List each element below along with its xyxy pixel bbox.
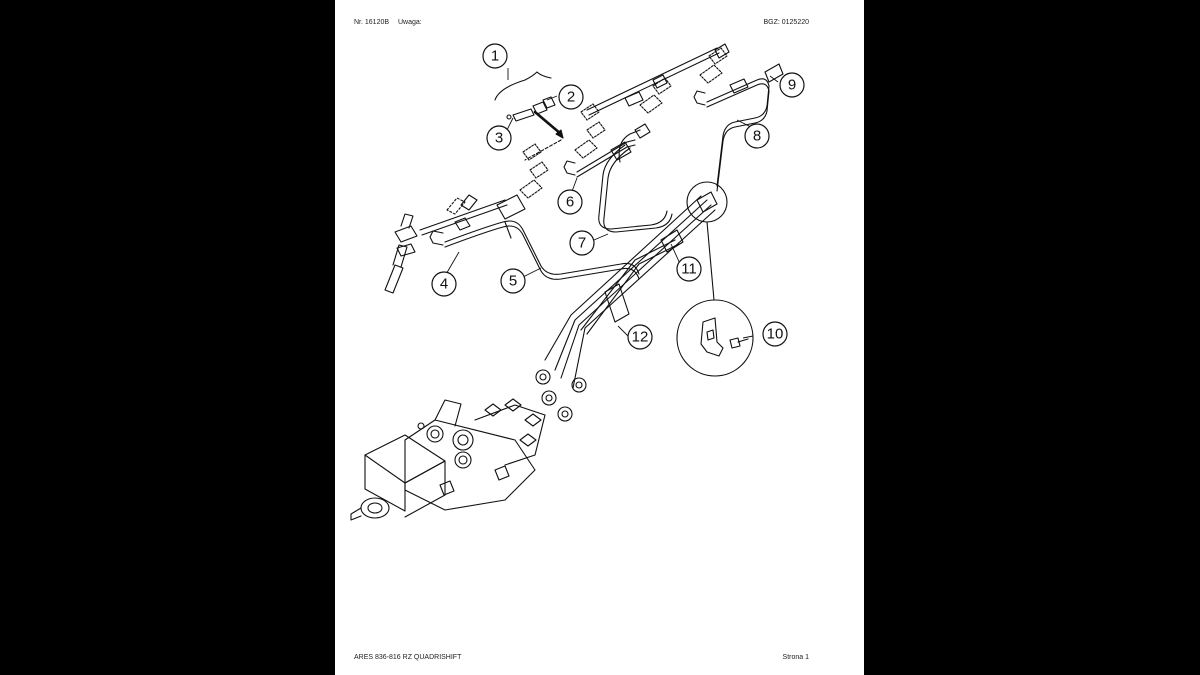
injector-group-right [639, 47, 728, 114]
callout-label: 12 [632, 329, 649, 346]
callout-3 [486, 125, 512, 151]
document-header-left: Nr. 16120B Uwaga: [354, 19, 422, 26]
callout-label: 3 [495, 130, 503, 147]
callout-label: 10 [767, 326, 784, 343]
parts-catalog-page: Nr. 16120B Uwaga: BGZ: 0125220 [335, 0, 864, 675]
callout-7 [569, 230, 595, 256]
callout-11 [676, 256, 702, 282]
callout-6 [557, 189, 583, 215]
callout-10 [762, 321, 788, 347]
callout-numbers: 1 2 3 4 5 6 7 8 9 10 11 12 [440, 48, 796, 346]
injection-pump-body [350, 398, 546, 521]
callout-label: 5 [509, 273, 517, 290]
callout-label: 11 [681, 261, 697, 278]
note-label: Uwaga: [397, 19, 422, 26]
callout-label: 9 [788, 77, 796, 94]
callouts [431, 43, 805, 350]
callout-9 [779, 72, 805, 98]
callout-2 [558, 84, 584, 110]
callout-label: 8 [753, 128, 761, 145]
document-number: Nr. 16120B [354, 19, 390, 26]
page-number: Strona 1 [782, 654, 809, 661]
bgz-code: BGZ: 0125220 [763, 19, 809, 26]
model-footer: ARES 836-816 RZ QUADRISHIFT [354, 654, 462, 661]
callout-label: 7 [578, 235, 586, 252]
injector-group-left [384, 194, 508, 294]
callout-4 [431, 271, 457, 297]
callout-5 [500, 268, 526, 294]
callout-8 [744, 123, 770, 149]
callout-label: 4 [440, 276, 448, 293]
callout-label: 1 [491, 48, 499, 65]
callout-1 [482, 43, 508, 69]
callout-label: 2 [567, 89, 575, 106]
callout-label: 6 [566, 194, 574, 211]
injector-group-middle [519, 103, 606, 199]
fuel-injection-lines-exploded-drawing: 1 2 3 4 5 6 7 8 9 10 11 12 [350, 43, 805, 521]
callout-12 [627, 324, 653, 350]
